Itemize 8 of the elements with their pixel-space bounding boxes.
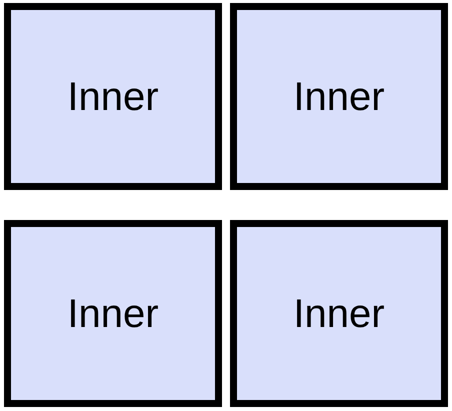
box-label: Inner <box>67 74 159 120</box>
box-label: Inner <box>293 74 385 120</box>
process-box <box>4 220 222 407</box>
process-box <box>230 220 448 407</box>
box-label: Inner <box>293 290 385 338</box>
box-label: Inner <box>67 290 159 338</box>
process-box <box>230 3 448 190</box>
process-box <box>4 3 222 190</box>
